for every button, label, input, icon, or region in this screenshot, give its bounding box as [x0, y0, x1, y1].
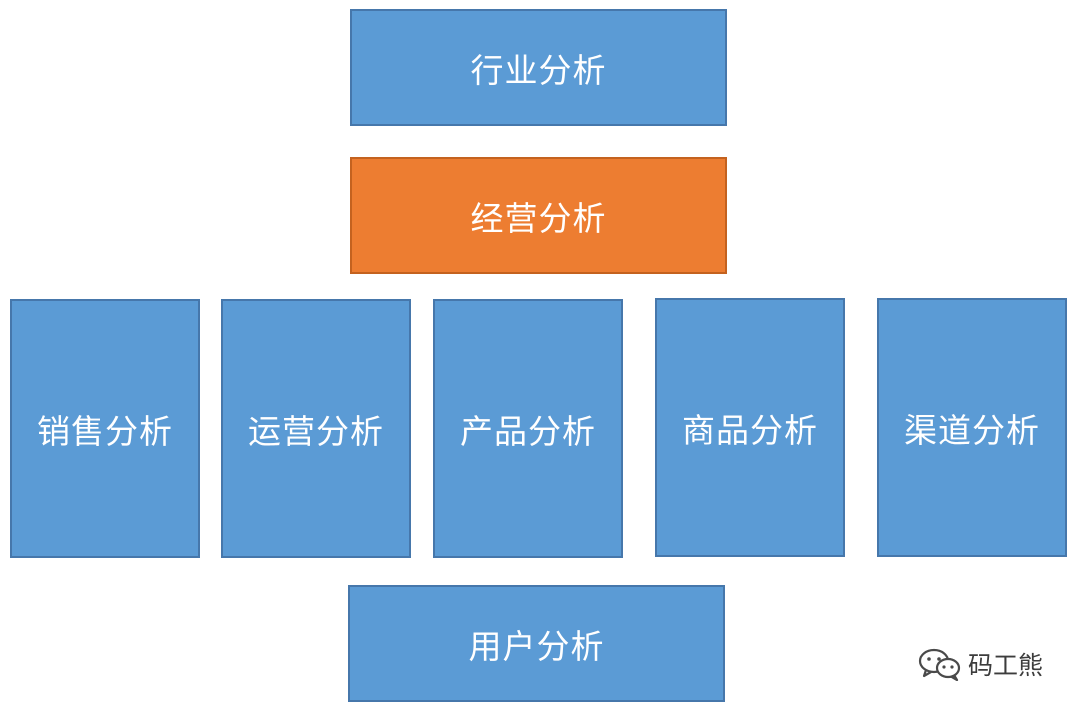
user-analysis-box: 用户分析: [348, 585, 725, 702]
business-analysis-label: 经营分析: [470, 198, 607, 238]
goods-analysis-label: 商品分析: [682, 410, 818, 450]
watermark-text: 码工熊: [968, 651, 1044, 680]
industry-analysis-box: 行业分析: [350, 9, 727, 126]
sales-analysis-box: 销售分析: [10, 299, 200, 558]
business-analysis-box: 经营分析: [350, 157, 727, 274]
operations-analysis-label: 运营分析: [248, 411, 384, 451]
goods-analysis-box: 商品分析: [655, 298, 845, 557]
wechat-icon: [918, 647, 962, 681]
product-analysis-box: 产品分析: [433, 299, 623, 558]
channel-analysis-label: 渠道分析: [904, 410, 1040, 450]
watermark: 码工熊: [918, 646, 1043, 682]
channel-analysis-box: 渠道分析: [877, 298, 1067, 557]
sales-analysis-label: 销售分析: [37, 411, 173, 451]
product-analysis-label: 产品分析: [460, 411, 596, 451]
user-analysis-label: 用户分析: [468, 626, 605, 666]
operations-analysis-box: 运营分析: [221, 299, 411, 558]
industry-analysis-label: 行业分析: [470, 50, 607, 90]
